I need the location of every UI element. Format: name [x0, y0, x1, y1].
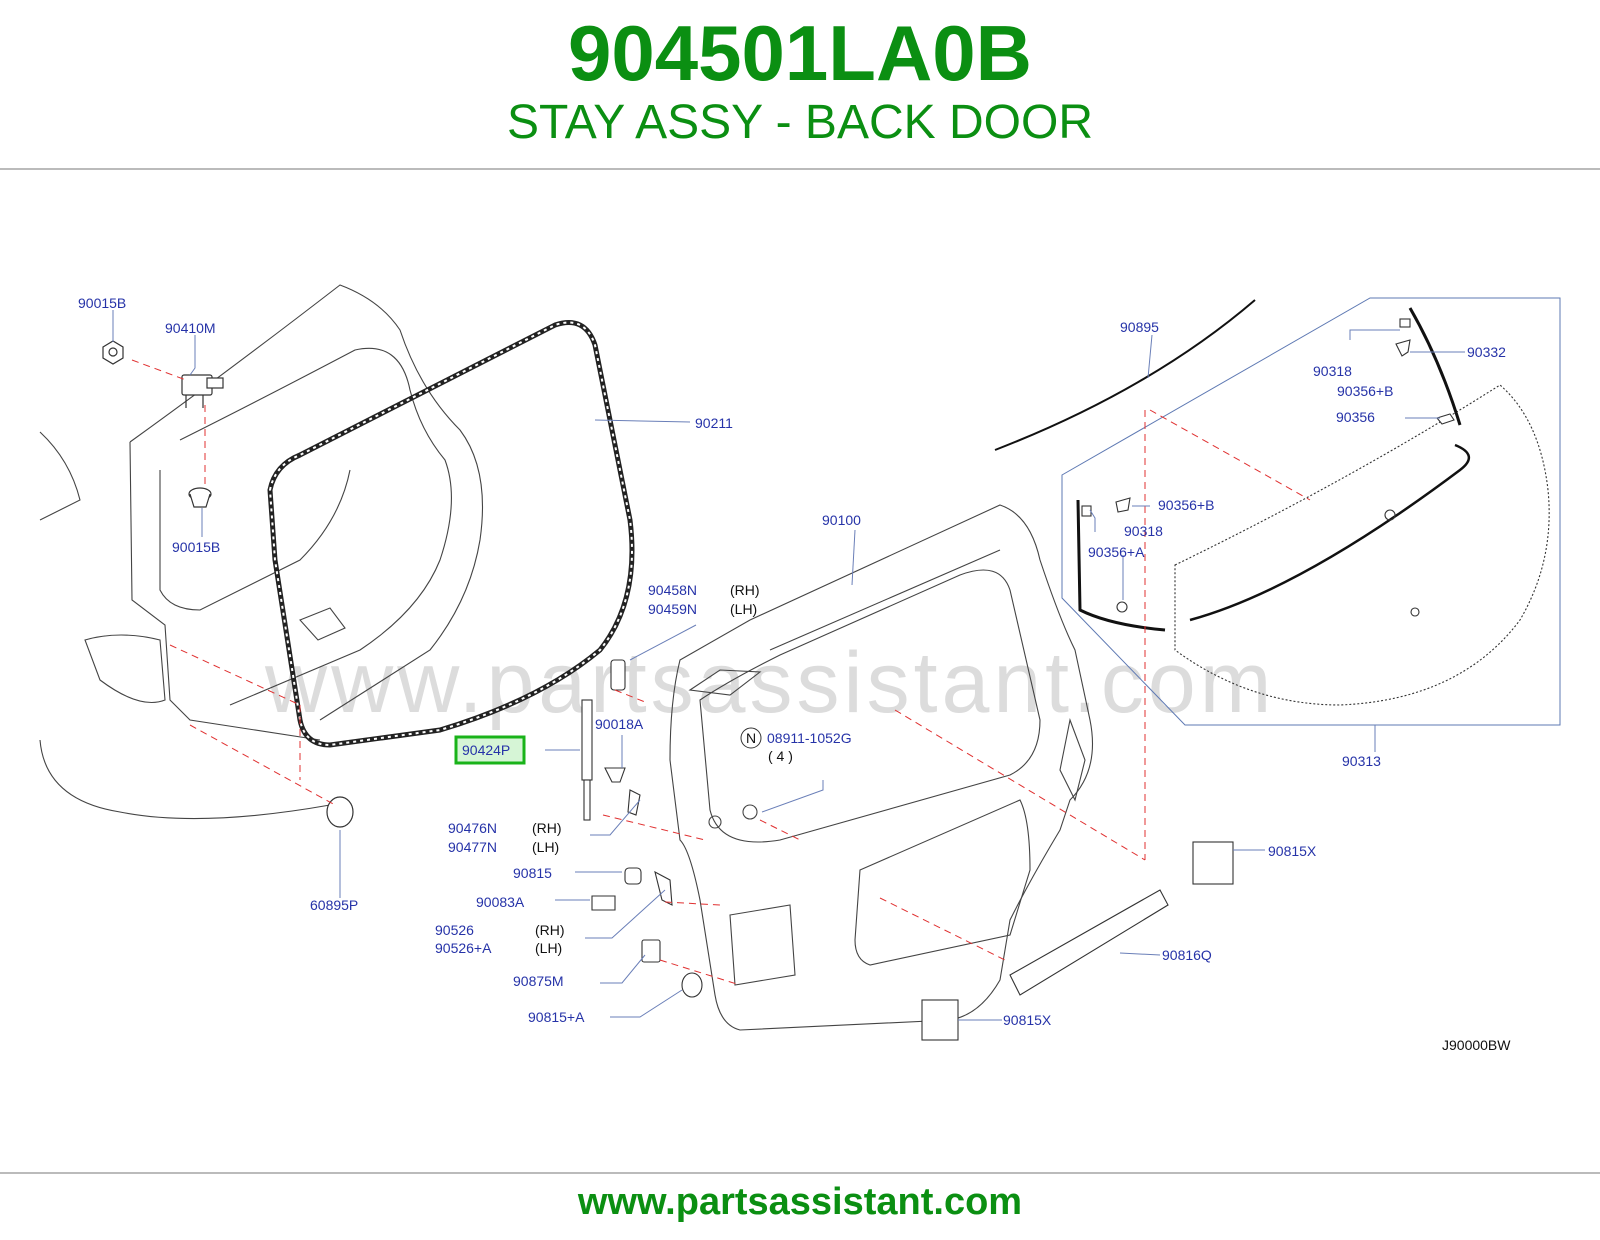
callout-90477n-side: (LH) [532, 839, 559, 855]
clip-90015b-top [102, 340, 124, 365]
glass-clips [1081, 318, 1455, 613]
callout-08911-1052g[interactable]: 08911-1052G [767, 730, 852, 746]
molding-90895 [994, 299, 1256, 451]
header-divider [0, 168, 1600, 170]
callout-60895p[interactable]: 60895P [310, 897, 358, 913]
callout-90875m[interactable]: 90875M [513, 973, 564, 989]
callout-90815x-right[interactable]: 90815X [1268, 843, 1317, 859]
callout-leaders [112, 310, 1465, 1021]
callout-90356b-top[interactable]: 90356+B [1337, 383, 1393, 399]
back-glass-90313 [1174, 384, 1550, 706]
callout-90816q[interactable]: 90816Q [1162, 947, 1212, 963]
diagram-code: J90000BW [1442, 1037, 1511, 1053]
callout-90015b-top[interactable]: 90015B [78, 295, 126, 311]
callout-90100[interactable]: 90100 [822, 512, 861, 528]
assembly-guide-lines [131, 359, 1311, 986]
callout-90083a[interactable]: 90083A [476, 894, 525, 910]
pad-90815x-right [1192, 841, 1234, 885]
n-marker-circle [740, 727, 762, 749]
callout-90815a[interactable]: 90815+A [528, 1009, 585, 1025]
callout-90895[interactable]: 90895 [1120, 319, 1159, 335]
pad-90815x-bottom [921, 999, 959, 1041]
callout-90332[interactable]: 90332 [1467, 344, 1506, 360]
callout-90477n[interactable]: 90477N [448, 839, 497, 855]
callout-90526-side: (RH) [535, 922, 565, 938]
back-door-90100 [669, 504, 1093, 1031]
cap-60895p [326, 796, 354, 828]
callout-90459n[interactable]: 90459N [648, 601, 697, 617]
callout-labels: 90015B 90410M 90015B 90211 90100 90895 9… [78, 295, 1511, 1053]
weatherstrip-90211 [267, 320, 635, 748]
callout-90459n-side: (LH) [730, 601, 757, 617]
lower-hardware [581, 659, 703, 998]
callout-90410m[interactable]: 90410M [165, 320, 216, 336]
callout-90526[interactable]: 90526 [435, 922, 474, 938]
callout-90526a-side: (LH) [535, 940, 562, 956]
footer-divider [0, 1172, 1600, 1174]
watermark-text: www.partsassistant.com [264, 635, 1275, 731]
clip-90015b-bottom [188, 487, 212, 508]
callout-90211[interactable]: 90211 [695, 415, 733, 431]
callout-90476n-side: (RH) [532, 820, 562, 836]
callout-08911-qty: ( 4 ) [768, 748, 793, 764]
callout-90356a[interactable]: 90356+A [1088, 544, 1145, 560]
part-number-title: 904501LA0B [568, 9, 1032, 97]
molding-side-left [1076, 499, 1166, 632]
frame-box-90313 [1061, 297, 1561, 726]
molding-90332 [1408, 307, 1462, 426]
callout-90356[interactable]: 90356 [1336, 409, 1375, 425]
footer-website-link[interactable]: www.partsassistant.com [577, 1181, 1023, 1223]
callout-90018a[interactable]: 90018A [595, 716, 644, 732]
callout-90313[interactable]: 90313 [1342, 753, 1381, 769]
callout-90458n-side: (RH) [730, 582, 760, 598]
callout-90318[interactable]: 90318 [1124, 523, 1163, 539]
callout-90318-top[interactable]: 90318 [1313, 363, 1352, 379]
callout-90458n[interactable]: 90458N [648, 582, 697, 598]
part-description-title: STAY ASSY - BACK DOOR [507, 96, 1093, 149]
garnish-90816q [1009, 889, 1169, 996]
callout-90815[interactable]: 90815 [513, 865, 552, 881]
highlighted-part-box [454, 735, 526, 765]
callout-90526a[interactable]: 90526+A [435, 940, 492, 956]
callout-90015b-bottom[interactable]: 90015B [172, 539, 220, 555]
callout-08911-marker: N [746, 730, 756, 746]
body-opening-illustration [39, 284, 484, 820]
callout-90476n[interactable]: 90476N [448, 820, 497, 836]
callout-90815x-bottom[interactable]: 90815X [1003, 1012, 1052, 1028]
bracket-90410m [181, 374, 224, 408]
callout-90356b[interactable]: 90356+B [1158, 497, 1214, 513]
callout-90424p[interactable]: 90424P [462, 742, 510, 758]
